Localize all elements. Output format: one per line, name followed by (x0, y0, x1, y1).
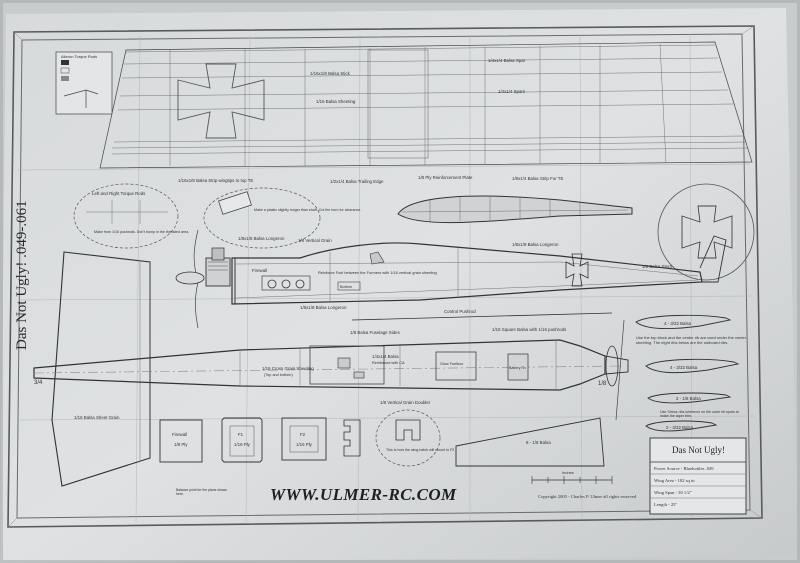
former-f2-label: F2 (300, 432, 306, 437)
title-block-line-3: Wing Span - 30 1/2" (654, 490, 692, 495)
rib-note-box-2: Use Stress ribs wherever on the outer ri… (660, 410, 739, 419)
note-balsa-wedge: 8 - 1/8 Balsa (526, 440, 551, 445)
rib-label-2: 4 - 3/32 Balsa (670, 365, 698, 370)
former-firewall-label: Firewall (172, 432, 187, 437)
former-f1-sub: 1/16 Ply (234, 442, 251, 447)
fuselage-top-view (33, 319, 629, 421)
former-f1-label: F1 (238, 432, 244, 437)
wing-section-view (397, 195, 633, 224)
fuselage-side-view (175, 229, 727, 329)
note-vertical-grain: 1/8 Vertical Grain (298, 238, 332, 243)
note-hatch: This is how the wing hatch will mount to… (386, 448, 454, 452)
note-fuse-sides: 1/8 Balsa Fuselage Sides (350, 330, 401, 335)
inset-aileron-torque (55, 51, 113, 115)
rib-label-4: 2 - 3/32 Balsa (666, 425, 694, 430)
hinge-note-oval (203, 187, 321, 249)
title-block-title: Das Not Ugly! (672, 445, 725, 455)
iron-cross-fuselage-icon (565, 253, 589, 287)
iron-cross-decal-icon (681, 205, 733, 259)
note-longeron-1: 1/8x1/8 Balsa Longeron (238, 236, 285, 241)
note-wing-le-3: 1/8 Ply Reinforcement Plate (418, 175, 473, 180)
title-block-line-1: Power Source - Bluebottles .049 (654, 466, 714, 471)
note-left-right: Left and Right Torque Rods (92, 191, 146, 196)
control-pushrod-line (351, 312, 613, 321)
iron-cross-wing-icon (177, 63, 265, 139)
balsa-wedge (455, 417, 605, 467)
note-left-right-sub: Make from 1/16 pushrods. Don't bump in t… (94, 230, 189, 234)
note-fill: Reinforce Fuel between the Formers with … (318, 270, 437, 275)
balance-note-box: Balance point for the plane shown here. (176, 488, 228, 496)
balance-note-text: Balance point for the plane shown here. (176, 488, 228, 496)
rib-templates (635, 314, 740, 432)
title-block-line-2: Wing Area - 182 sq in (654, 478, 695, 483)
note-servo: Glow Fuelbox (440, 362, 463, 366)
former-firewall-sub: 1/8 Ply (174, 442, 188, 447)
note-vertical-grain-2: 1/8 Vertical Grain Doubler (380, 400, 431, 405)
note-stab: 1/16 Balsa Sheet Grain (74, 415, 120, 420)
inset-title: Aileron Torque Rods (61, 54, 97, 59)
note-bottom: Bottom (340, 285, 352, 289)
note-balsa-doubler-sub: Reinforced with CA (372, 361, 405, 365)
note-wing-sheeting: 1/16 Balsa Sheeting (316, 99, 356, 104)
note-cross-grain: 1/16 Cross Grain Sheeting (262, 366, 314, 371)
title-block-line-4: Length - 25" (654, 502, 677, 507)
copyright-text: Copyright 2005 - Charles P. Ulmer all ri… (538, 494, 637, 499)
note-control-pushrod: Control Pushrod (444, 309, 476, 314)
paper-sheet (0, 8, 798, 563)
website-url: WWW.ULMER-RC.COM (270, 485, 457, 504)
hatch-oval (375, 409, 441, 467)
formers-row (159, 417, 361, 463)
note-wing-spar: 1/4x1/4 Spars (498, 89, 526, 94)
fold-lines (16, 33, 756, 523)
wing-top-view (99, 41, 753, 169)
note-firewall: Firewall (252, 268, 267, 273)
note-cross-grain-sub: (Top and bottom) (264, 373, 293, 377)
rib-note-box: Use the top block and the center rib are… (636, 336, 747, 345)
note-balsa-doubler: 1/4x1/4 Balsa (372, 354, 399, 359)
note-oval: Make a plastic slightly longer than shaf… (254, 208, 361, 212)
decal-circle (657, 183, 755, 281)
torque-rods-oval (73, 183, 179, 249)
border-hatch (7, 25, 763, 528)
note-wing-center: 1/16x1/8 Balsa Stick (310, 71, 351, 76)
note-wing-top-right: 1/4x1/4 Balsa Spar (488, 58, 526, 63)
note-wing-le-1: 1/16x1/8 Balsa Strip wingtips to top TE (178, 178, 253, 183)
scale-label: Inches (562, 470, 574, 475)
note-square-balsa: 1/16 Square Balsa with 1/16 pushrods (492, 327, 567, 332)
stabilizer-view (51, 251, 151, 487)
note-wing-le-4: 1/8x1/4 Balsa Strip For TE (512, 176, 563, 181)
rib-note-text: Use the top block and the center rib are… (636, 336, 747, 345)
note-longeron-3: 1/8x1/8 Balsa Longeron (300, 305, 347, 310)
vertical-plan-title: Das Not Ugly! .049-.061 (14, 200, 30, 350)
rib-label-1: 4 - 3/32 Balsa (664, 321, 692, 326)
rib-label-3: 2 - 1/8 Balsa (676, 396, 701, 401)
scale-bar (531, 476, 613, 484)
rib-note-text-2: Use Stress ribs wherever on the outer ri… (660, 410, 739, 419)
note-wing-le-2: 1/2x1/4 Balsa Trailing Edge (330, 179, 384, 184)
note-tank: Battery Rx (509, 366, 526, 370)
note-balsa-stern: 1/8 Balsa Stern (642, 264, 673, 269)
title-block (649, 437, 747, 515)
dim-one-eighth: 1/8 (598, 381, 607, 387)
dim-three-quarter: 3/4 (34, 380, 43, 386)
former-f2-sub: 1/16 Ply (296, 442, 313, 447)
note-longeron-2: 1/8x1/8 Balsa Longeron (512, 242, 559, 247)
